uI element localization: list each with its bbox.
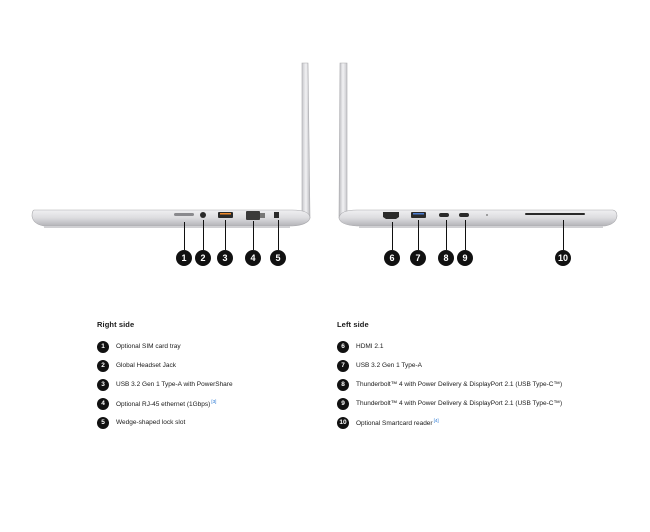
thunderbolt-port-2 (459, 213, 469, 217)
legend-title: Left side (337, 320, 369, 329)
laptop-right-side-view (31, 62, 311, 228)
callout-marker: 9 (457, 250, 473, 266)
legend-list: 1 Optional SIM card tray 2 Global Headset J… (97, 337, 233, 432)
legend-label: Wedge-shaped lock slot (116, 419, 186, 426)
legend-number-badge: 1 (97, 340, 109, 353)
legend-item: 7 USB 3.2 Gen 1 Type-A (337, 356, 562, 375)
legend-text: Optional Smartcard reader[4] (356, 418, 439, 427)
smartcard-slot (525, 213, 585, 215)
legend-item: 1 Optional SIM card tray (97, 337, 233, 356)
legend-item: 8 Thunderbolt™ 4 with Power Delivery & Di… (337, 375, 562, 394)
legend-label: Global Headset Jack (116, 362, 176, 369)
legend-label: Thunderbolt™ 4 with Power Delivery & Dis… (356, 381, 563, 388)
legend-number-badge: 10 (337, 416, 349, 429)
leader-line (446, 220, 447, 250)
legend-text: USB 3.2 Gen 1 Type-A with PowerShare (116, 381, 233, 388)
legend-number-badge: 4 (97, 397, 109, 410)
leader-line (392, 222, 393, 250)
legend-text: HDMI 2.1 (356, 343, 383, 350)
legend-item: 4 Optional RJ-45 ethernet (1Gbps)[3] (97, 394, 233, 413)
legend-item: 3 USB 3.2 Gen 1 Type-A with PowerShare (97, 375, 233, 394)
callout-marker: 10 (555, 250, 571, 266)
leader-line (184, 222, 185, 250)
rj45-port (246, 211, 260, 220)
callout-marker: 7 (410, 250, 426, 266)
headset-jack-port (200, 212, 206, 218)
thunderbolt-port-1 (439, 213, 449, 217)
legend-text: Optional RJ-45 ethernet (1Gbps)[3] (116, 399, 216, 408)
legend-number-badge: 9 (337, 397, 349, 410)
legend-text: Thunderbolt™ 4 with Power Delivery & Dis… (356, 400, 562, 407)
usb-a-port (411, 212, 426, 218)
leader-line (563, 220, 564, 250)
footnote-link[interactable]: [4] (433, 417, 439, 423)
usb-a-powershare-port (218, 212, 233, 218)
legend-text: USB 3.2 Gen 1 Type-A (356, 362, 422, 369)
lock-slot-port (274, 212, 279, 218)
legend-number-badge: 6 (337, 340, 349, 353)
legend-item: 10 Optional Smartcard reader[4] (337, 413, 562, 432)
legend-item: 2 Global Headset Jack (97, 356, 233, 375)
legend-right-side: Right side 1 Optional SIM card tray 2 Globa… (97, 320, 233, 432)
callout-marker: 1 (176, 250, 192, 266)
hdmi-port (383, 212, 399, 219)
footnote-link[interactable]: [3] (211, 398, 217, 404)
leader-line (203, 220, 204, 250)
legend-label: HDMI 2.1 (356, 343, 384, 350)
legend-label: USB 3.2 Gen 1 Type-A (356, 362, 422, 369)
legend-item: 6 HDMI 2.1 (337, 337, 562, 356)
legend-label: Optional RJ-45 ethernet (1Gbps) (116, 401, 211, 409)
legend-item: 9 Thunderbolt™ 4 with Power Delivery & Di… (337, 394, 562, 413)
legend-number-badge: 7 (337, 359, 349, 372)
status-light (486, 214, 488, 216)
leader-line (253, 221, 254, 250)
laptop-base (31, 209, 311, 227)
legend-text: Wedge-shaped lock slot (116, 419, 185, 426)
legend-number-badge: 3 (97, 378, 109, 391)
callout-marker: 8 (438, 250, 454, 266)
leader-line (418, 220, 419, 250)
leader-line (278, 220, 279, 250)
legend-number-badge: 5 (97, 416, 109, 429)
laptop-base (338, 209, 618, 227)
legend-label: Optional Smartcard reader (356, 420, 433, 428)
callout-marker: 4 (245, 250, 261, 266)
legend-label: Optional SIM card tray (116, 343, 181, 350)
legend-number-badge: 8 (337, 378, 349, 391)
leader-line (465, 220, 466, 250)
legend-left-side: Left side 6 HDMI 2.1 7 USB 3.2 Gen 1 Type-A… (337, 320, 562, 432)
legend-label: USB 3.2 Gen 1 Type-A with PowerShare (116, 381, 233, 388)
callout-marker: 6 (384, 250, 400, 266)
callout-marker: 5 (270, 250, 286, 266)
laptop-lid (301, 62, 311, 221)
legend-label: Thunderbolt™ 4 with Power Delivery & Dis… (356, 400, 563, 407)
legend-title: Right side (97, 320, 135, 329)
laptop-left-side-view (338, 62, 618, 228)
legend-text: Global Headset Jack (116, 362, 176, 369)
sim-tray-port (174, 213, 194, 216)
callout-marker: 3 (217, 250, 233, 266)
leader-line (225, 220, 226, 250)
legend-text: Thunderbolt™ 4 with Power Delivery & Dis… (356, 381, 562, 388)
legend-item: 5 Wedge-shaped lock slot (97, 413, 233, 432)
legend-text: Optional SIM card tray (116, 343, 181, 350)
legend-number-badge: 2 (97, 359, 109, 372)
laptop-lid (338, 62, 348, 221)
callout-marker: 2 (195, 250, 211, 266)
